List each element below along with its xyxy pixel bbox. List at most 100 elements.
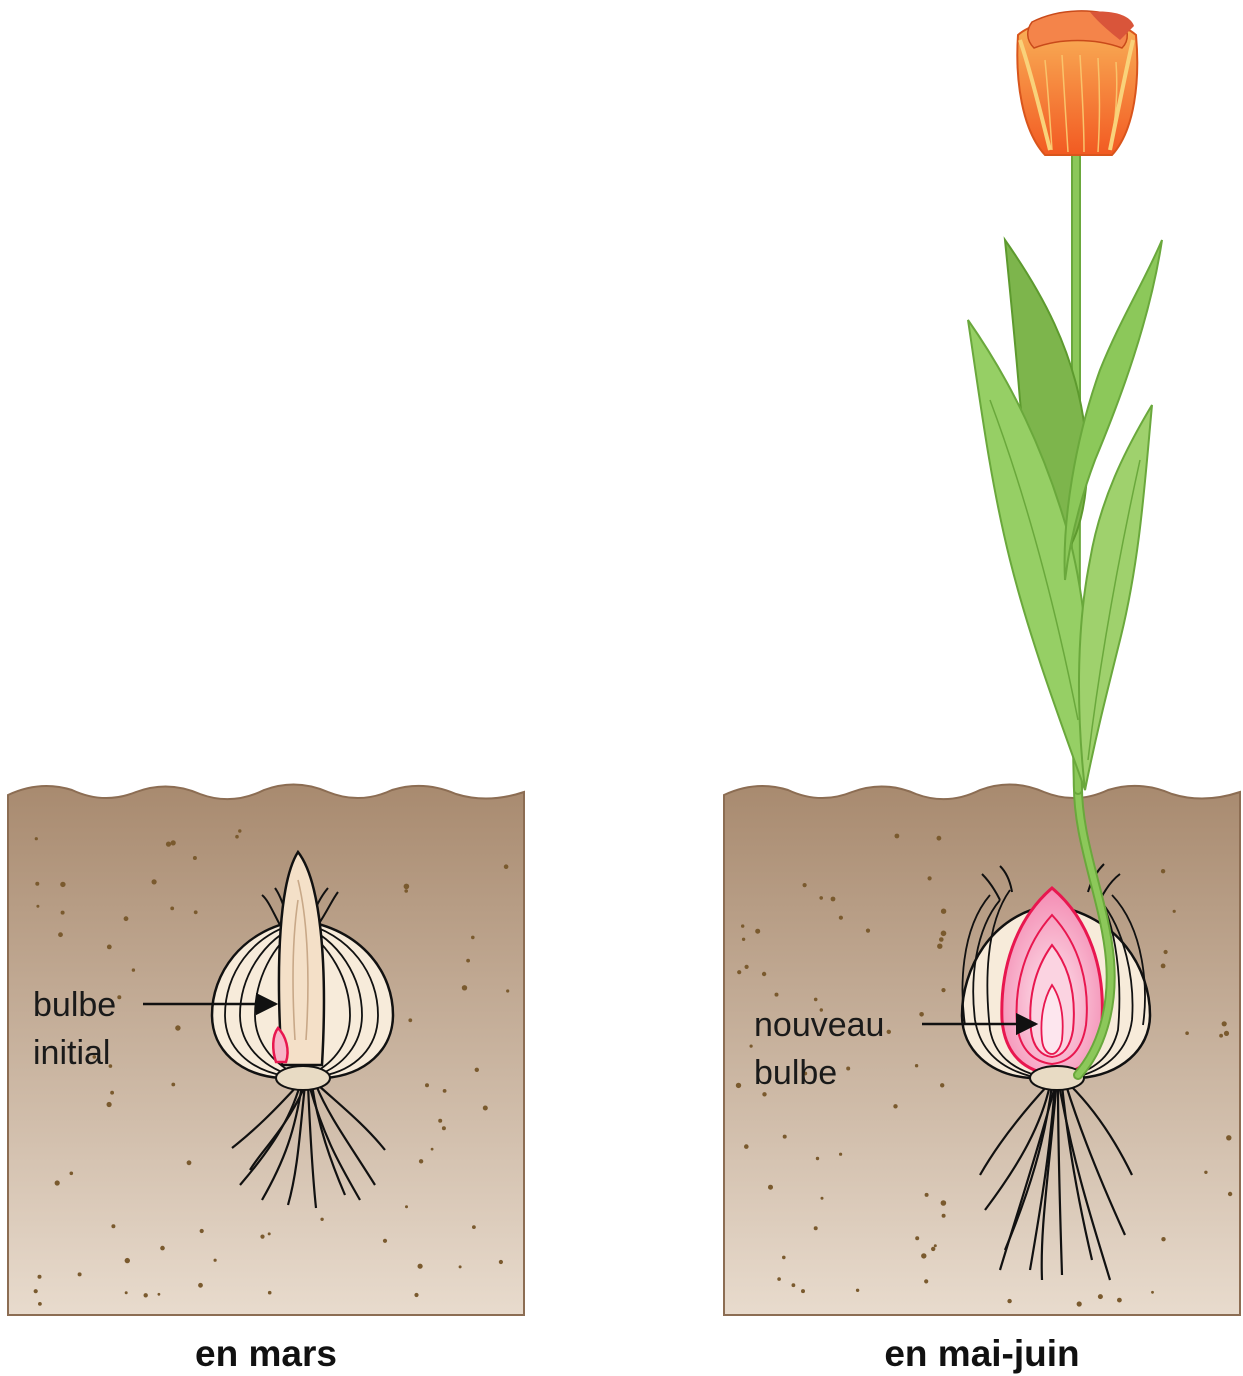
soil-grain [198,1283,203,1288]
soil-grain [866,929,870,933]
soil-grain [107,945,112,950]
soil-grain [744,1144,749,1149]
soil-grain [320,1218,323,1221]
soil-grain [941,931,947,937]
soil-grain [425,1083,429,1087]
soil-grain [1164,950,1168,954]
soil-grain [268,1232,271,1235]
label-bulbe-initial-line1: bulbe [33,986,116,1024]
soil-grain [61,911,65,915]
soil-grain [928,876,932,880]
soil-grain [419,1159,423,1163]
soil-grain [856,1289,859,1292]
soil-grain [471,936,475,940]
soil-grain [60,882,65,887]
soil-grain [170,907,174,911]
soil-grain [762,1092,766,1096]
soil-grain [499,1260,503,1264]
soil-grain [941,909,946,914]
soil-grain [1173,910,1176,913]
soil-grain [35,837,38,840]
soil-grain [70,1172,74,1176]
soil-grain [846,1067,850,1071]
panel-march: bulbe initial en mars [8,784,524,1374]
soil-grain [110,1091,114,1095]
soil-grain [893,1104,897,1108]
soil-grain [924,1279,928,1283]
soil-grain [803,883,807,887]
soil-grain [816,1157,819,1160]
soil-grain [742,938,745,941]
soil-grain [750,1045,753,1048]
soil-grain [1117,1298,1122,1303]
soil-grain [941,988,945,992]
soil-grain [58,932,63,937]
soil-grain [768,1185,773,1190]
soil-grain [414,1293,418,1297]
soil-grain [152,879,157,884]
soil-grain [431,1148,434,1151]
caption-march: en mars [195,1333,337,1374]
soil-grain [171,840,176,845]
soil-grain [942,1214,946,1218]
soil-grain [235,835,239,839]
soil-grain [819,896,823,900]
soil-grain [166,842,171,847]
soil-grain [462,985,467,990]
soil-grain [939,937,944,942]
soil-grain [940,1083,944,1087]
soil-grain [792,1283,796,1287]
soil-grain [1226,1135,1231,1140]
soil-grain [801,1289,805,1293]
soil-grain [1224,1031,1229,1036]
soil-grain [504,864,509,869]
soil-grain [821,1197,824,1200]
soil-grain [408,1018,412,1022]
soil-grain [937,836,942,841]
soil-grain [762,972,766,976]
soil-grain [158,1293,161,1296]
soil-grain [38,1275,42,1279]
soil-grain [193,856,197,860]
soil-grain [737,970,741,974]
soil-grain [1098,1294,1103,1299]
soil-grain [36,905,39,908]
soil-grain [755,929,760,934]
soil-grain [404,889,408,893]
soil-grain [1222,1021,1227,1026]
soil-grain [466,959,470,963]
soil-grain [194,910,198,914]
soil-grain [937,944,942,949]
soil-grain [783,1135,787,1139]
soil-grain [418,1264,423,1269]
soil-grain [1161,869,1165,873]
soil-grain [931,1247,935,1251]
label-bulbe-initial-line2: initial [33,1034,110,1072]
soil-grain [1219,1034,1223,1038]
soil-grain [915,1064,918,1067]
soil-grain [782,1256,786,1260]
soil-grain [1204,1171,1207,1174]
caption-may-june: en mai-juin [884,1333,1079,1374]
soil-grain [1185,1031,1189,1035]
soil-grain [1161,1237,1165,1241]
soil-grain [107,1102,112,1107]
tulip-flower [1017,11,1137,155]
soil-grain [160,1246,165,1251]
soil-grain [35,882,39,886]
soil-grain [260,1235,264,1239]
soil-grain [214,1259,217,1262]
soil-grain [175,1025,180,1030]
soil-grain [405,1205,408,1208]
soil-grain [111,1224,115,1228]
soil-grain [1007,1299,1011,1303]
soil-grain [187,1160,192,1165]
soil-grain [887,1030,891,1034]
soil-grain [921,1253,926,1258]
soil-grain [483,1106,488,1111]
label-nouveau-bulbe-line2: bulbe [754,1054,837,1092]
soil-grain [895,834,900,839]
soil-grain [144,1293,148,1297]
soil-grain [925,1193,929,1197]
